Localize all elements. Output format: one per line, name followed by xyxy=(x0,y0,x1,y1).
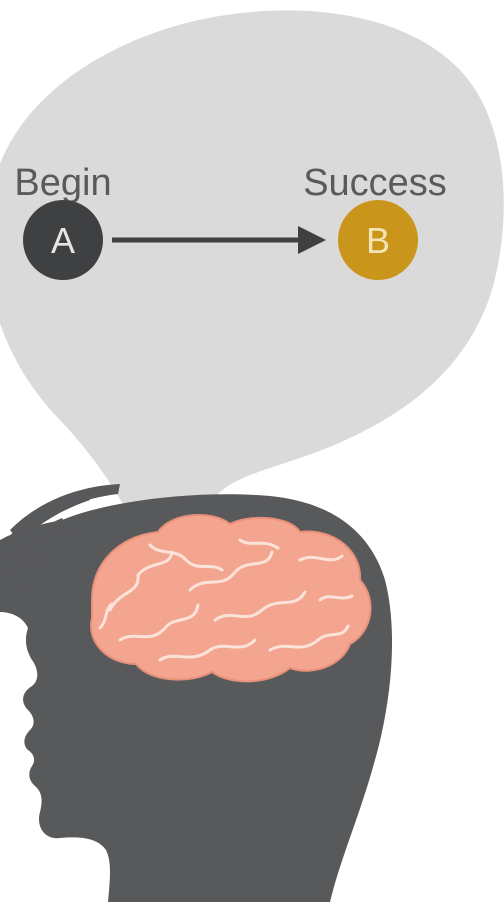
brain-icon xyxy=(91,515,371,681)
node-b-letter: B xyxy=(366,220,390,261)
node-a-letter: A xyxy=(51,220,75,261)
node-b-label: Success xyxy=(303,162,447,204)
thought-bubble xyxy=(0,10,504,560)
node-a-label: Begin xyxy=(14,162,111,204)
